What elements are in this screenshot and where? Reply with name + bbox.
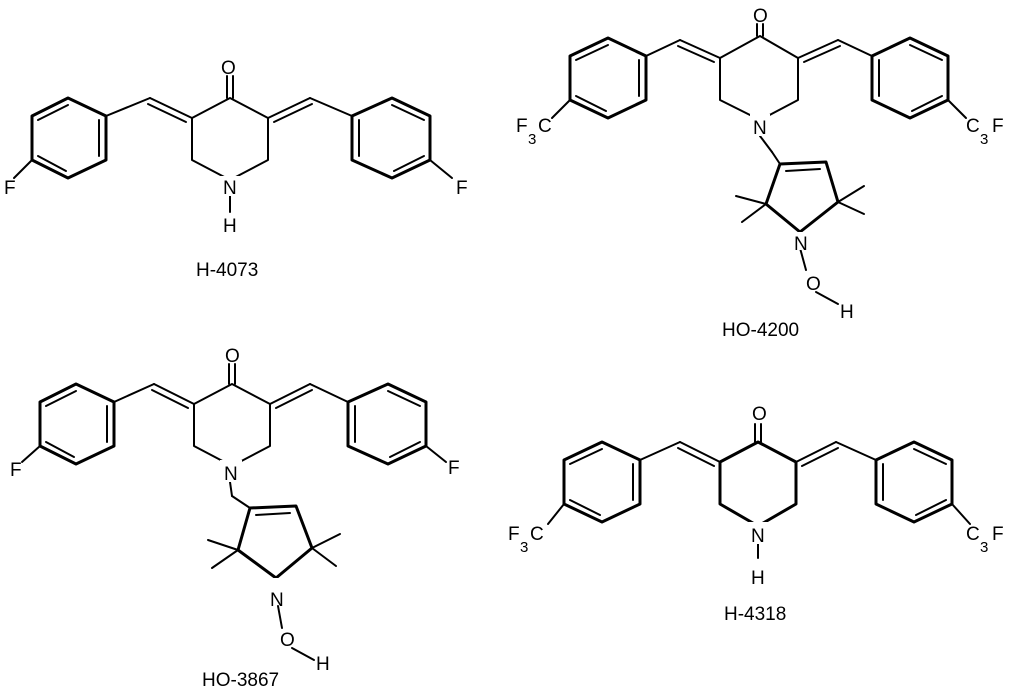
ho3867-caption: HO-3867 bbox=[202, 670, 279, 691]
h4318-left-cf3-subscript: 3 bbox=[520, 539, 528, 556]
ho4200-right-cf3-subscript: 3 bbox=[980, 131, 988, 148]
h4318-bonds bbox=[547, 423, 971, 559]
ho4200-left-cf3-subscript: 3 bbox=[528, 131, 536, 148]
molecule-h4073: O N H F F H-4073 bbox=[4, 58, 468, 281]
h4318-right-cf3-c: C bbox=[966, 524, 980, 545]
ho4200-pyrroline-nitrogen: N bbox=[794, 234, 808, 255]
ho3867-ring-nitrogen: N bbox=[224, 464, 238, 485]
h4073-ring-nitrogen: N bbox=[223, 178, 237, 199]
ho4200-left-cf3-c: C bbox=[538, 116, 552, 137]
h4318-carbonyl-oxygen: O bbox=[752, 404, 767, 425]
ho3867-left-fluorine: F bbox=[10, 460, 22, 481]
ho3867-hydroxyl-oxygen: O bbox=[280, 630, 295, 651]
ho3867-hydroxyl-hydrogen: H bbox=[316, 654, 330, 675]
molecule-ho4200: O N N O H F 3 C C 3 F HO-4200 bbox=[516, 6, 1004, 341]
molecule-h4318: O N H F 3 C C 3 F H-4318 bbox=[508, 404, 1004, 625]
ho4200-carbonyl-oxygen: O bbox=[753, 6, 768, 27]
ho4200-hydroxyl-oxygen: O bbox=[806, 274, 821, 295]
ho3867-carbonyl-oxygen: O bbox=[225, 346, 240, 367]
h4318-left-cf3-f: F bbox=[508, 524, 520, 545]
ho4200-ring-nitrogen: N bbox=[753, 118, 767, 139]
h4073-carbonyl-oxygen: O bbox=[221, 58, 236, 79]
ho4200-hydroxyl-hydrogen: H bbox=[840, 302, 854, 323]
ho4200-bonds bbox=[551, 23, 967, 305]
ho4200-right-cf3-f: F bbox=[992, 116, 1004, 137]
ho3867-pyrroline-nitrogen: N bbox=[270, 590, 284, 611]
ho3867-right-fluorine: F bbox=[448, 458, 460, 479]
ho4200-caption: HO-4200 bbox=[722, 320, 799, 341]
h4318-ring-nitrogen: N bbox=[751, 526, 765, 547]
h4073-bonds bbox=[13, 75, 453, 213]
h4073-left-fluorine: F bbox=[4, 178, 16, 199]
h4318-right-cf3-subscript: 3 bbox=[980, 539, 988, 556]
ho4200-left-cf3-f: F bbox=[516, 116, 528, 137]
h4073-right-fluorine: F bbox=[456, 178, 468, 199]
h4318-left-cf3-c: C bbox=[530, 524, 544, 545]
h4073-nitrogen-hydrogen: H bbox=[223, 216, 237, 237]
h4318-caption: H-4318 bbox=[724, 604, 786, 625]
h4073-caption: H-4073 bbox=[196, 260, 258, 281]
molecule-ho3867: O N N O H F F HO-3867 bbox=[10, 346, 460, 691]
h4318-right-cf3-f: F bbox=[992, 524, 1004, 545]
ho3867-bonds bbox=[21, 363, 447, 661]
ho4200-right-cf3-c: C bbox=[966, 116, 980, 137]
h4318-nitrogen-hydrogen: H bbox=[751, 568, 765, 589]
